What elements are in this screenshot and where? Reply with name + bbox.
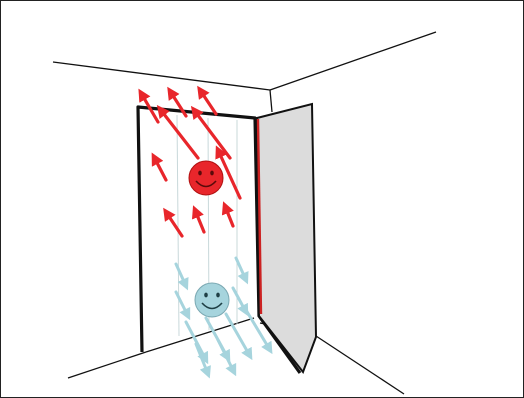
floor-line-left: [68, 352, 146, 378]
warm-air-arrow: [154, 157, 166, 180]
warm-air-arrow: [200, 90, 216, 114]
cold-smiley-face-icon: [195, 283, 229, 317]
ceiling-line-left: [53, 62, 270, 90]
cold-air-arrow: [233, 288, 246, 312]
open-door-panel: [257, 104, 316, 372]
warm-air-arrow: [195, 210, 204, 232]
cold-air-arrow: [176, 292, 188, 316]
cold-air-arrow: [176, 264, 186, 286]
wall-corner-line: [270, 90, 272, 112]
cold-air-arrows: [176, 258, 270, 374]
warm-air-arrow: [225, 206, 233, 226]
warm-air-arrow: [160, 109, 198, 158]
warm-air-arrow: [194, 110, 230, 158]
cold-air-arrow: [186, 322, 206, 360]
floor-line-right: [316, 336, 404, 394]
cold-air-arrow: [218, 340, 234, 372]
room-lines: [53, 32, 436, 394]
ceiling-line-right: [270, 32, 436, 90]
warm-air-arrow: [166, 212, 182, 236]
warm-smiley-face-icon: [189, 161, 223, 195]
